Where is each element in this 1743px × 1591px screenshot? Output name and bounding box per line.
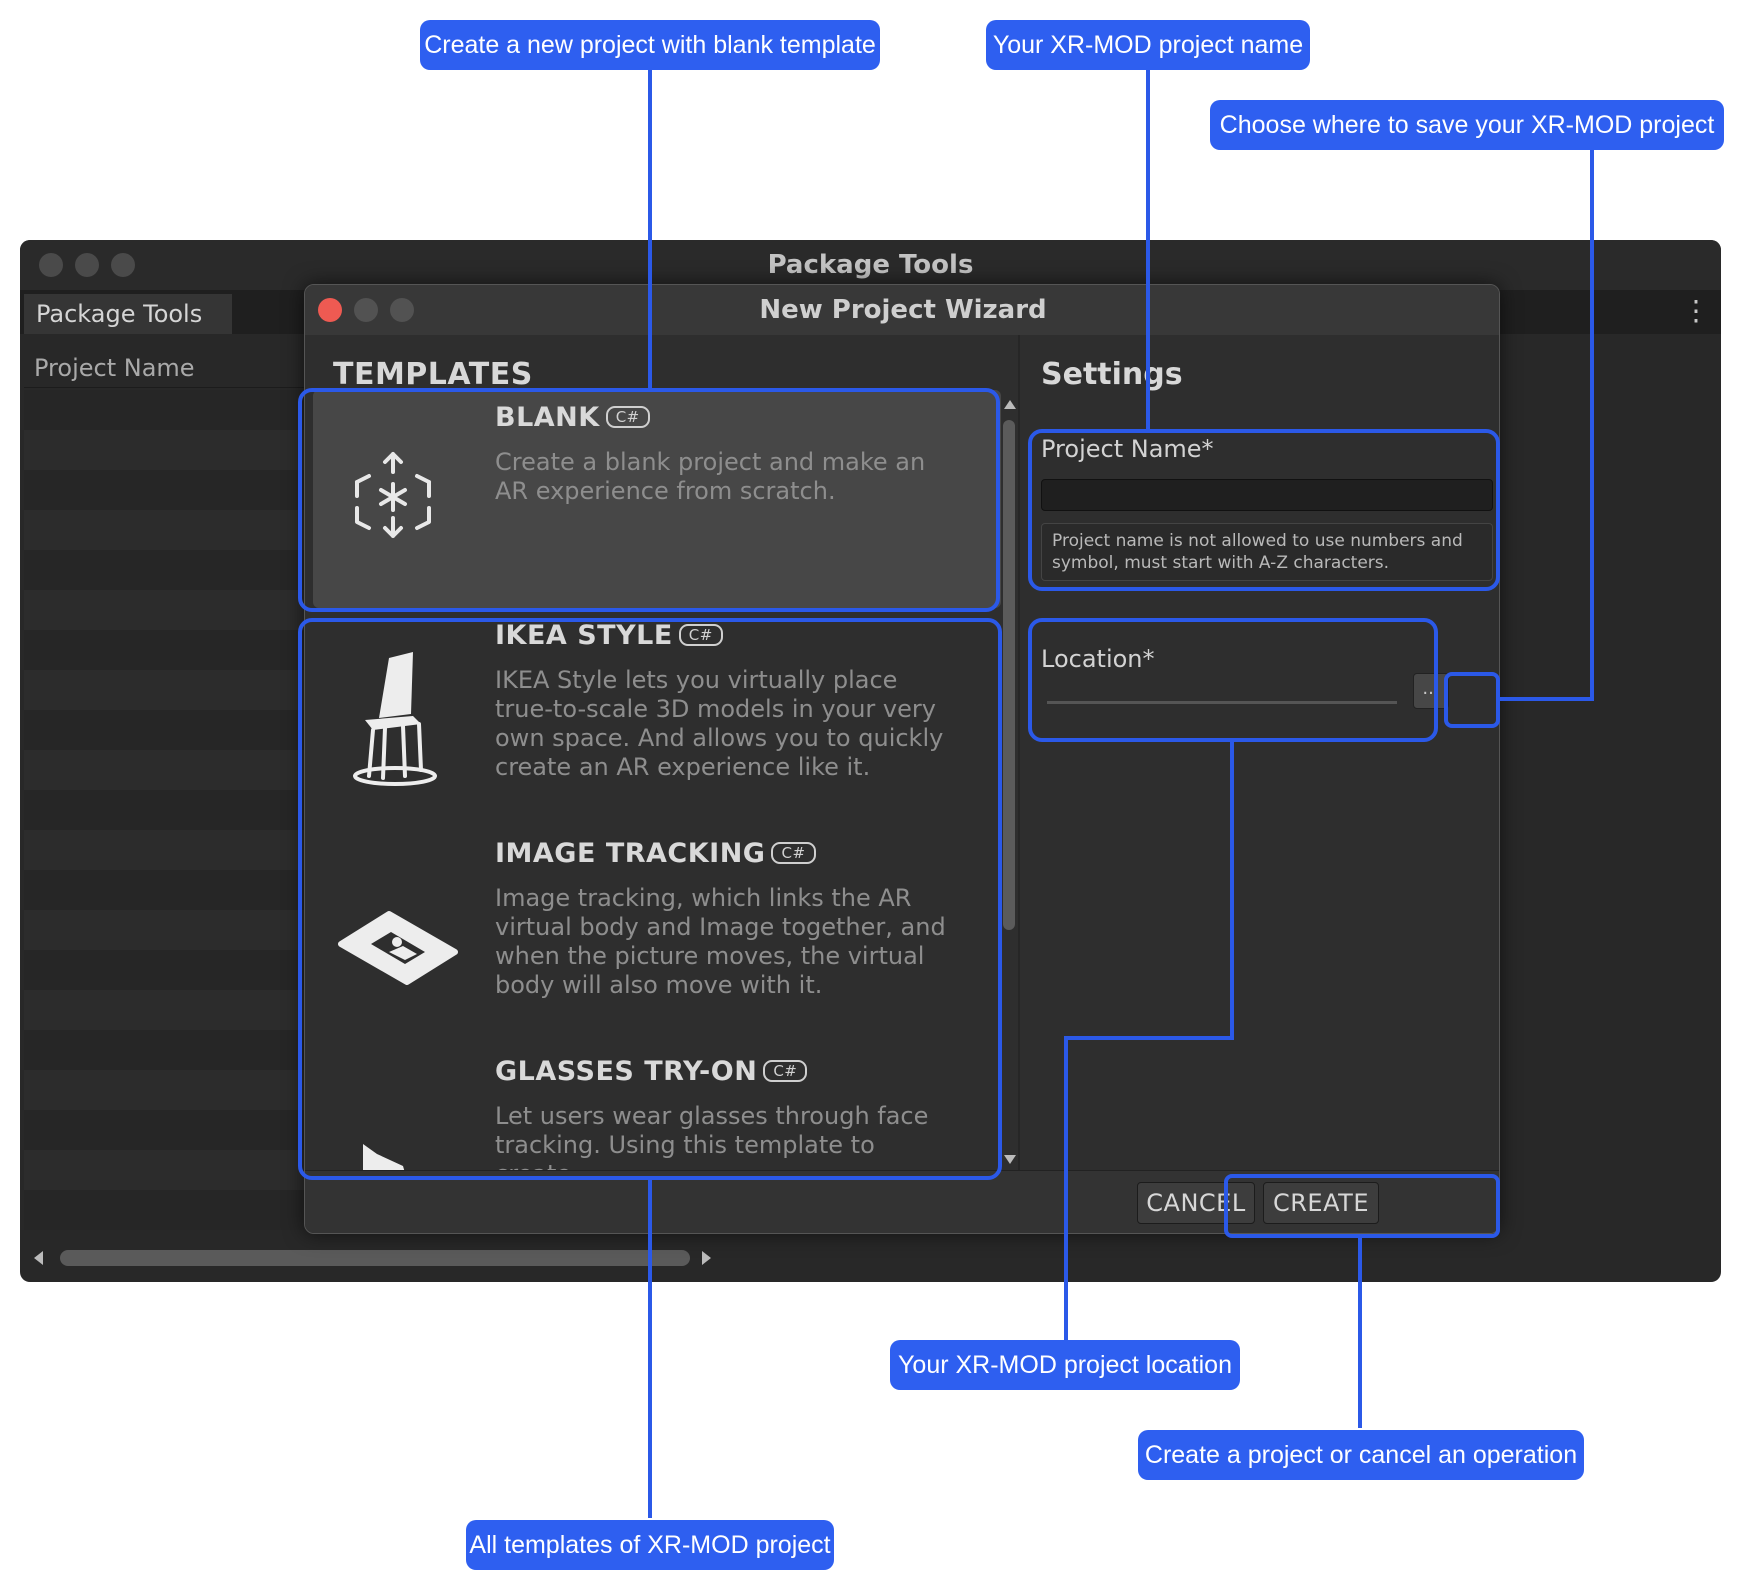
- project-name-label: Project Name*: [1041, 435, 1214, 463]
- project-name-help-text: Project name is not allowed to use numbe…: [1041, 523, 1493, 581]
- wizard-zoom-button[interactable]: [390, 298, 414, 322]
- list-row[interactable]: [24, 750, 324, 790]
- list-row[interactable]: [24, 790, 324, 830]
- callout-create-cancel: Create a project or cancel an operation: [1138, 1430, 1584, 1480]
- scroll-thumb[interactable]: [1003, 420, 1015, 930]
- connector-save-horizontal: [1496, 697, 1594, 701]
- list-row[interactable]: [24, 390, 324, 430]
- connector-save-vertical: [1590, 149, 1594, 701]
- connector-all-templates: [648, 1180, 652, 1518]
- list-row[interactable]: [24, 470, 324, 510]
- ar-cube-icon: [333, 420, 453, 570]
- panel-divider[interactable]: [1018, 335, 1020, 1170]
- list-row[interactable]: [24, 590, 324, 630]
- window-zoom-button[interactable]: [111, 253, 135, 277]
- template-description-image-tracking: Image tracking, which links the AR virtu…: [495, 884, 946, 999]
- connector-location-b: [1064, 1036, 1234, 1040]
- csharp-badge: C#: [771, 842, 816, 864]
- csharp-badge: C#: [678, 624, 723, 646]
- list-row[interactable]: [24, 1150, 324, 1190]
- template-name-glasses-try-on: GLASSES TRY-ON: [495, 1056, 758, 1087]
- templates-heading: TEMPLATES: [333, 357, 533, 392]
- template-name-image-tracking: IMAGE TRACKING: [495, 838, 766, 869]
- wizard-footer: CANCEL CREATE: [305, 1170, 1499, 1233]
- template-name-blank: BLANK: [495, 402, 600, 433]
- list-row[interactable]: [24, 990, 324, 1030]
- wizard-minimize-button[interactable]: [354, 298, 378, 322]
- new-project-wizard-dialog: New Project Wizard TEMPLATES Settings BL…: [304, 284, 1500, 1234]
- list-row[interactable]: [24, 1110, 324, 1150]
- project-name-input[interactable]: [1041, 479, 1493, 511]
- scroll-down-icon[interactable]: [1004, 1155, 1016, 1164]
- connector-create-cancel: [1358, 1236, 1362, 1428]
- image-card-icon: [333, 856, 458, 1006]
- list-row[interactable]: [24, 550, 324, 590]
- tab-package-tools[interactable]: Package Tools: [24, 294, 232, 334]
- callout-all-templates: All templates of XR-MOD project: [466, 1520, 834, 1570]
- csharp-badge: C#: [763, 1060, 808, 1082]
- cancel-button[interactable]: CANCEL: [1137, 1182, 1255, 1224]
- window-titlebar: [20, 240, 1721, 290]
- chair-icon: [333, 638, 453, 788]
- scroll-up-icon[interactable]: [1004, 400, 1016, 409]
- list-row[interactable]: [24, 510, 324, 550]
- create-button[interactable]: CREATE: [1263, 1182, 1379, 1224]
- list-row[interactable]: [24, 430, 324, 470]
- highlight-template-list: [298, 618, 1002, 1180]
- project-list: [24, 390, 324, 1230]
- list-row[interactable]: [24, 830, 324, 870]
- callout-save-location: Choose where to save your XR-MOD project: [1210, 100, 1724, 150]
- location-label: Location*: [1041, 645, 1155, 673]
- list-row[interactable]: [24, 950, 324, 990]
- template-description-ikea-style: IKEA Style lets you virtually place true…: [495, 666, 944, 781]
- list-row[interactable]: [24, 1030, 324, 1070]
- connector-location-a: [1230, 740, 1234, 1040]
- list-row[interactable]: [24, 630, 324, 670]
- scroll-right-icon[interactable]: [702, 1251, 711, 1265]
- window-minimize-button[interactable]: [75, 253, 99, 277]
- highlight-browse-button: [1444, 672, 1500, 728]
- connector-project-name: [1146, 69, 1150, 431]
- csharp-badge: C#: [605, 406, 650, 428]
- highlight-blank-template: [298, 388, 1000, 612]
- list-row[interactable]: [24, 710, 324, 750]
- callout-project-name: Your XR-MOD project name: [986, 20, 1310, 70]
- list-row[interactable]: [24, 870, 324, 910]
- connector-location-c: [1064, 1036, 1068, 1342]
- template-name-ikea-style: IKEA STYLE: [495, 620, 673, 651]
- window-title: Package Tools: [767, 250, 974, 280]
- scroll-thumb[interactable]: [60, 1250, 690, 1266]
- wizard-titlebar: [305, 285, 1499, 335]
- callout-project-location: Your XR-MOD project location: [890, 1340, 1240, 1390]
- template-list-scrollbar[interactable]: [1003, 400, 1017, 1170]
- settings-heading: Settings: [1041, 357, 1183, 392]
- highlight-footer-buttons: [1224, 1174, 1500, 1238]
- wizard-close-button[interactable]: [318, 298, 342, 322]
- callout-blank-template: Create a new project with blank template: [420, 20, 880, 70]
- list-row[interactable]: [24, 1190, 324, 1230]
- more-menu-icon[interactable]: ⋮: [1682, 294, 1710, 327]
- template-description-glasses-try-on: Let users wear glasses through face trac…: [495, 1102, 929, 1170]
- connector-blank: [648, 69, 652, 389]
- list-row[interactable]: [24, 670, 324, 710]
- face-glasses-icon: [333, 1074, 453, 1170]
- window-close-button[interactable]: [39, 253, 63, 277]
- highlight-location: [1028, 618, 1438, 742]
- highlight-project-name: [1028, 429, 1500, 591]
- horizontal-scrollbar[interactable]: [20, 1240, 725, 1280]
- column-header-project-name[interactable]: Project Name: [24, 348, 314, 388]
- list-row[interactable]: [24, 1070, 324, 1110]
- wizard-title: New Project Wizard: [759, 295, 1047, 325]
- list-row[interactable]: [24, 910, 324, 950]
- location-field[interactable]: [1047, 701, 1397, 704]
- template-description-blank: Create a blank project and make an AR ex…: [495, 448, 926, 505]
- scroll-left-icon[interactable]: [34, 1251, 43, 1265]
